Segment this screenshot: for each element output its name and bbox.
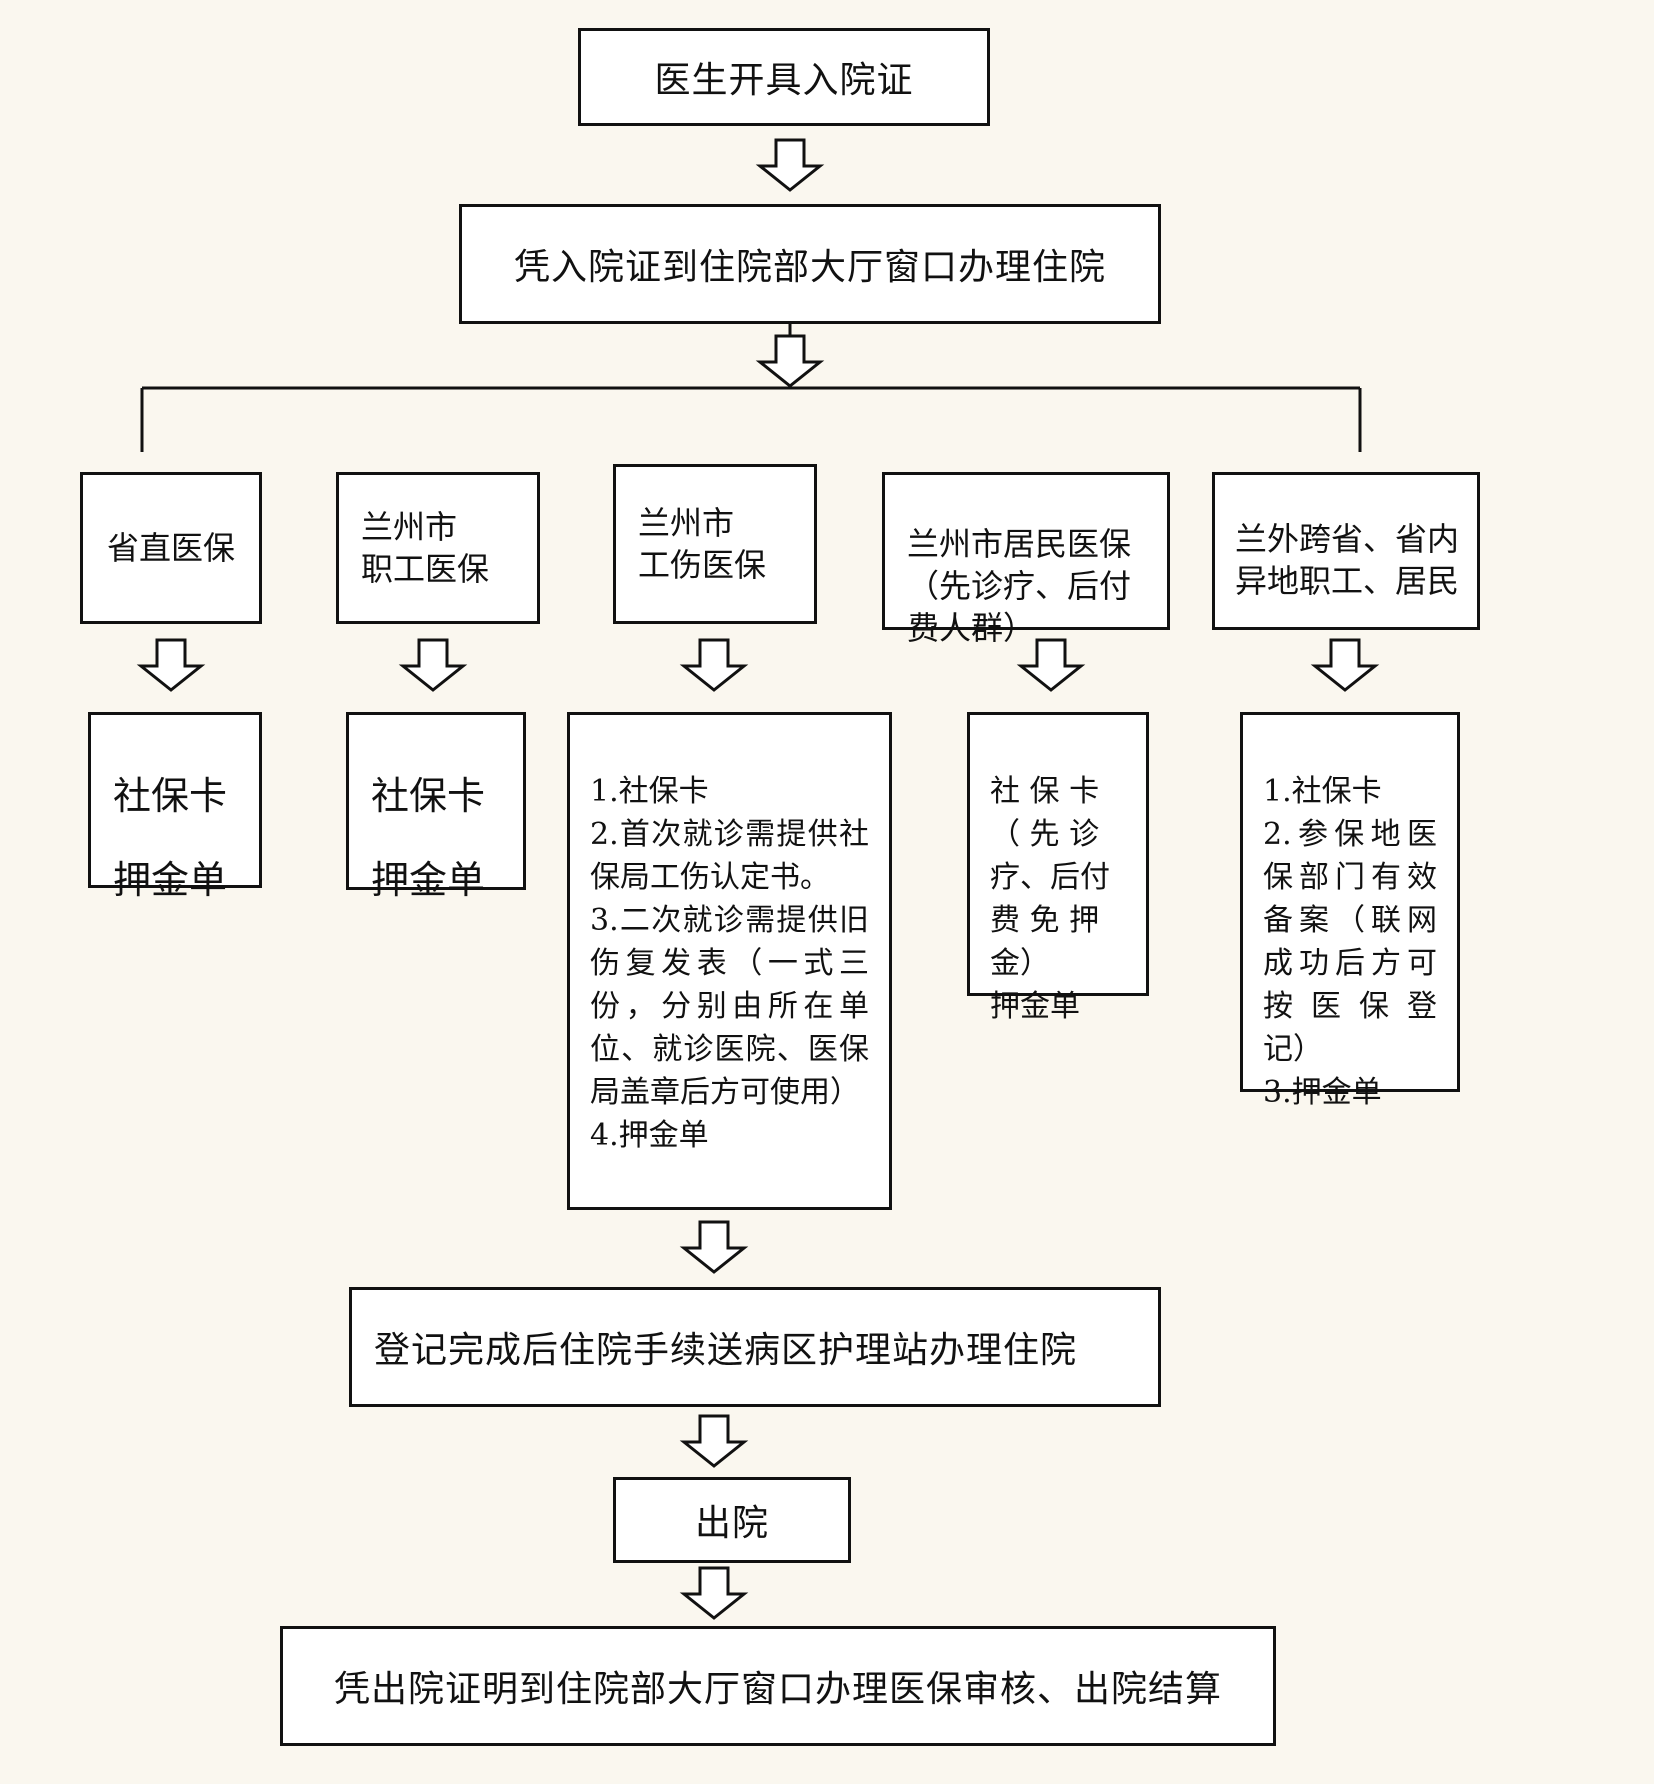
- requirement-provincial: 社保卡 押金单: [88, 712, 262, 901]
- requirement-text: 1.社保卡 2.参保地医保部门有效备案（联网成功后方可按 医 保 登记） 3.押…: [1263, 774, 1437, 1110]
- step-discharge: 出院: [613, 1477, 851, 1563]
- category-provincial-insurance: 省直医保: [80, 472, 262, 624]
- category-lanzhou-employee-insurance: 兰州市 职工医保: [336, 472, 540, 624]
- arrow-down-icon: [682, 1220, 746, 1274]
- category-label: 兰州市居民医保 （先诊疗、后付 费人群）: [907, 525, 1132, 647]
- requirement-text: 社保卡 押金单: [371, 774, 486, 902]
- category-lanzhou-work-injury-insurance: 兰州市 工伤医保: [613, 464, 817, 624]
- arrow-down-icon: [682, 638, 746, 692]
- requirement-text: 社 保 卡 （ 先 诊 疗、后付 费 免 押 金） 押金单: [990, 774, 1110, 1024]
- requirement-text: 社保卡 押金单: [113, 774, 228, 902]
- category-lanzhou-resident-insurance: 兰州市居民医保 （先诊疗、后付 费人群）: [882, 472, 1170, 647]
- step-issue-admission-certificate: 医生开具入院证: [578, 28, 990, 126]
- requirement-out-of-area: 1.社保卡 2.参保地医保部门有效备案（联网成功后方可按 医 保 登记） 3.押…: [1240, 712, 1460, 1110]
- category-label: 兰州市 职工医保: [361, 508, 490, 588]
- requirement-work-injury: 1.社保卡 2.首次就诊需提供社保局工伤认定书。 3.二次就诊需提供旧伤复发表（…: [567, 712, 892, 1210]
- arrow-down-icon: [401, 638, 465, 692]
- step-label: 出院: [694, 1503, 769, 1544]
- step-settlement: 凭出院证明到住院部大厅窗口办理医保审核、出院结算: [280, 1626, 1276, 1746]
- arrow-down-icon: [758, 138, 822, 192]
- step-register-admission: 凭入院证到住院部大厅窗口办理住院: [459, 204, 1161, 324]
- category-label: 兰外跨省、省内 异地职工、居民: [1235, 520, 1460, 600]
- step-label: 凭入院证到住院部大厅窗口办理住院: [513, 247, 1106, 288]
- category-label: 兰州市 工伤医保: [638, 504, 767, 584]
- step-label: 医生开具入院证: [654, 60, 914, 101]
- arrow-down-icon: [139, 638, 203, 692]
- category-out-of-area-insurance: 兰外跨省、省内 异地职工、居民: [1212, 472, 1480, 630]
- arrow-down-icon: [758, 334, 822, 388]
- arrow-down-icon: [682, 1566, 746, 1620]
- step-label: 凭出院证明到住院部大厅窗口办理医保审核、出院结算: [333, 1669, 1222, 1710]
- step-ward-nursing-station: 登记完成后住院手续送病区护理站办理住院: [349, 1287, 1161, 1407]
- arrow-down-icon: [682, 1414, 746, 1468]
- requirement-text: 1.社保卡 2.首次就诊需提供社保局工伤认定书。 3.二次就诊需提供旧伤复发表（…: [590, 774, 869, 1153]
- step-label: 登记完成后住院手续送病区护理站办理住院: [374, 1330, 1078, 1371]
- requirement-lanzhou-resident: 社 保 卡 （ 先 诊 疗、后付 费 免 押 金） 押金单: [967, 712, 1149, 1024]
- arrow-down-icon: [1313, 638, 1377, 692]
- requirement-lanzhou-employee: 社保卡 押金单: [346, 712, 526, 901]
- category-label: 省直医保: [106, 529, 235, 567]
